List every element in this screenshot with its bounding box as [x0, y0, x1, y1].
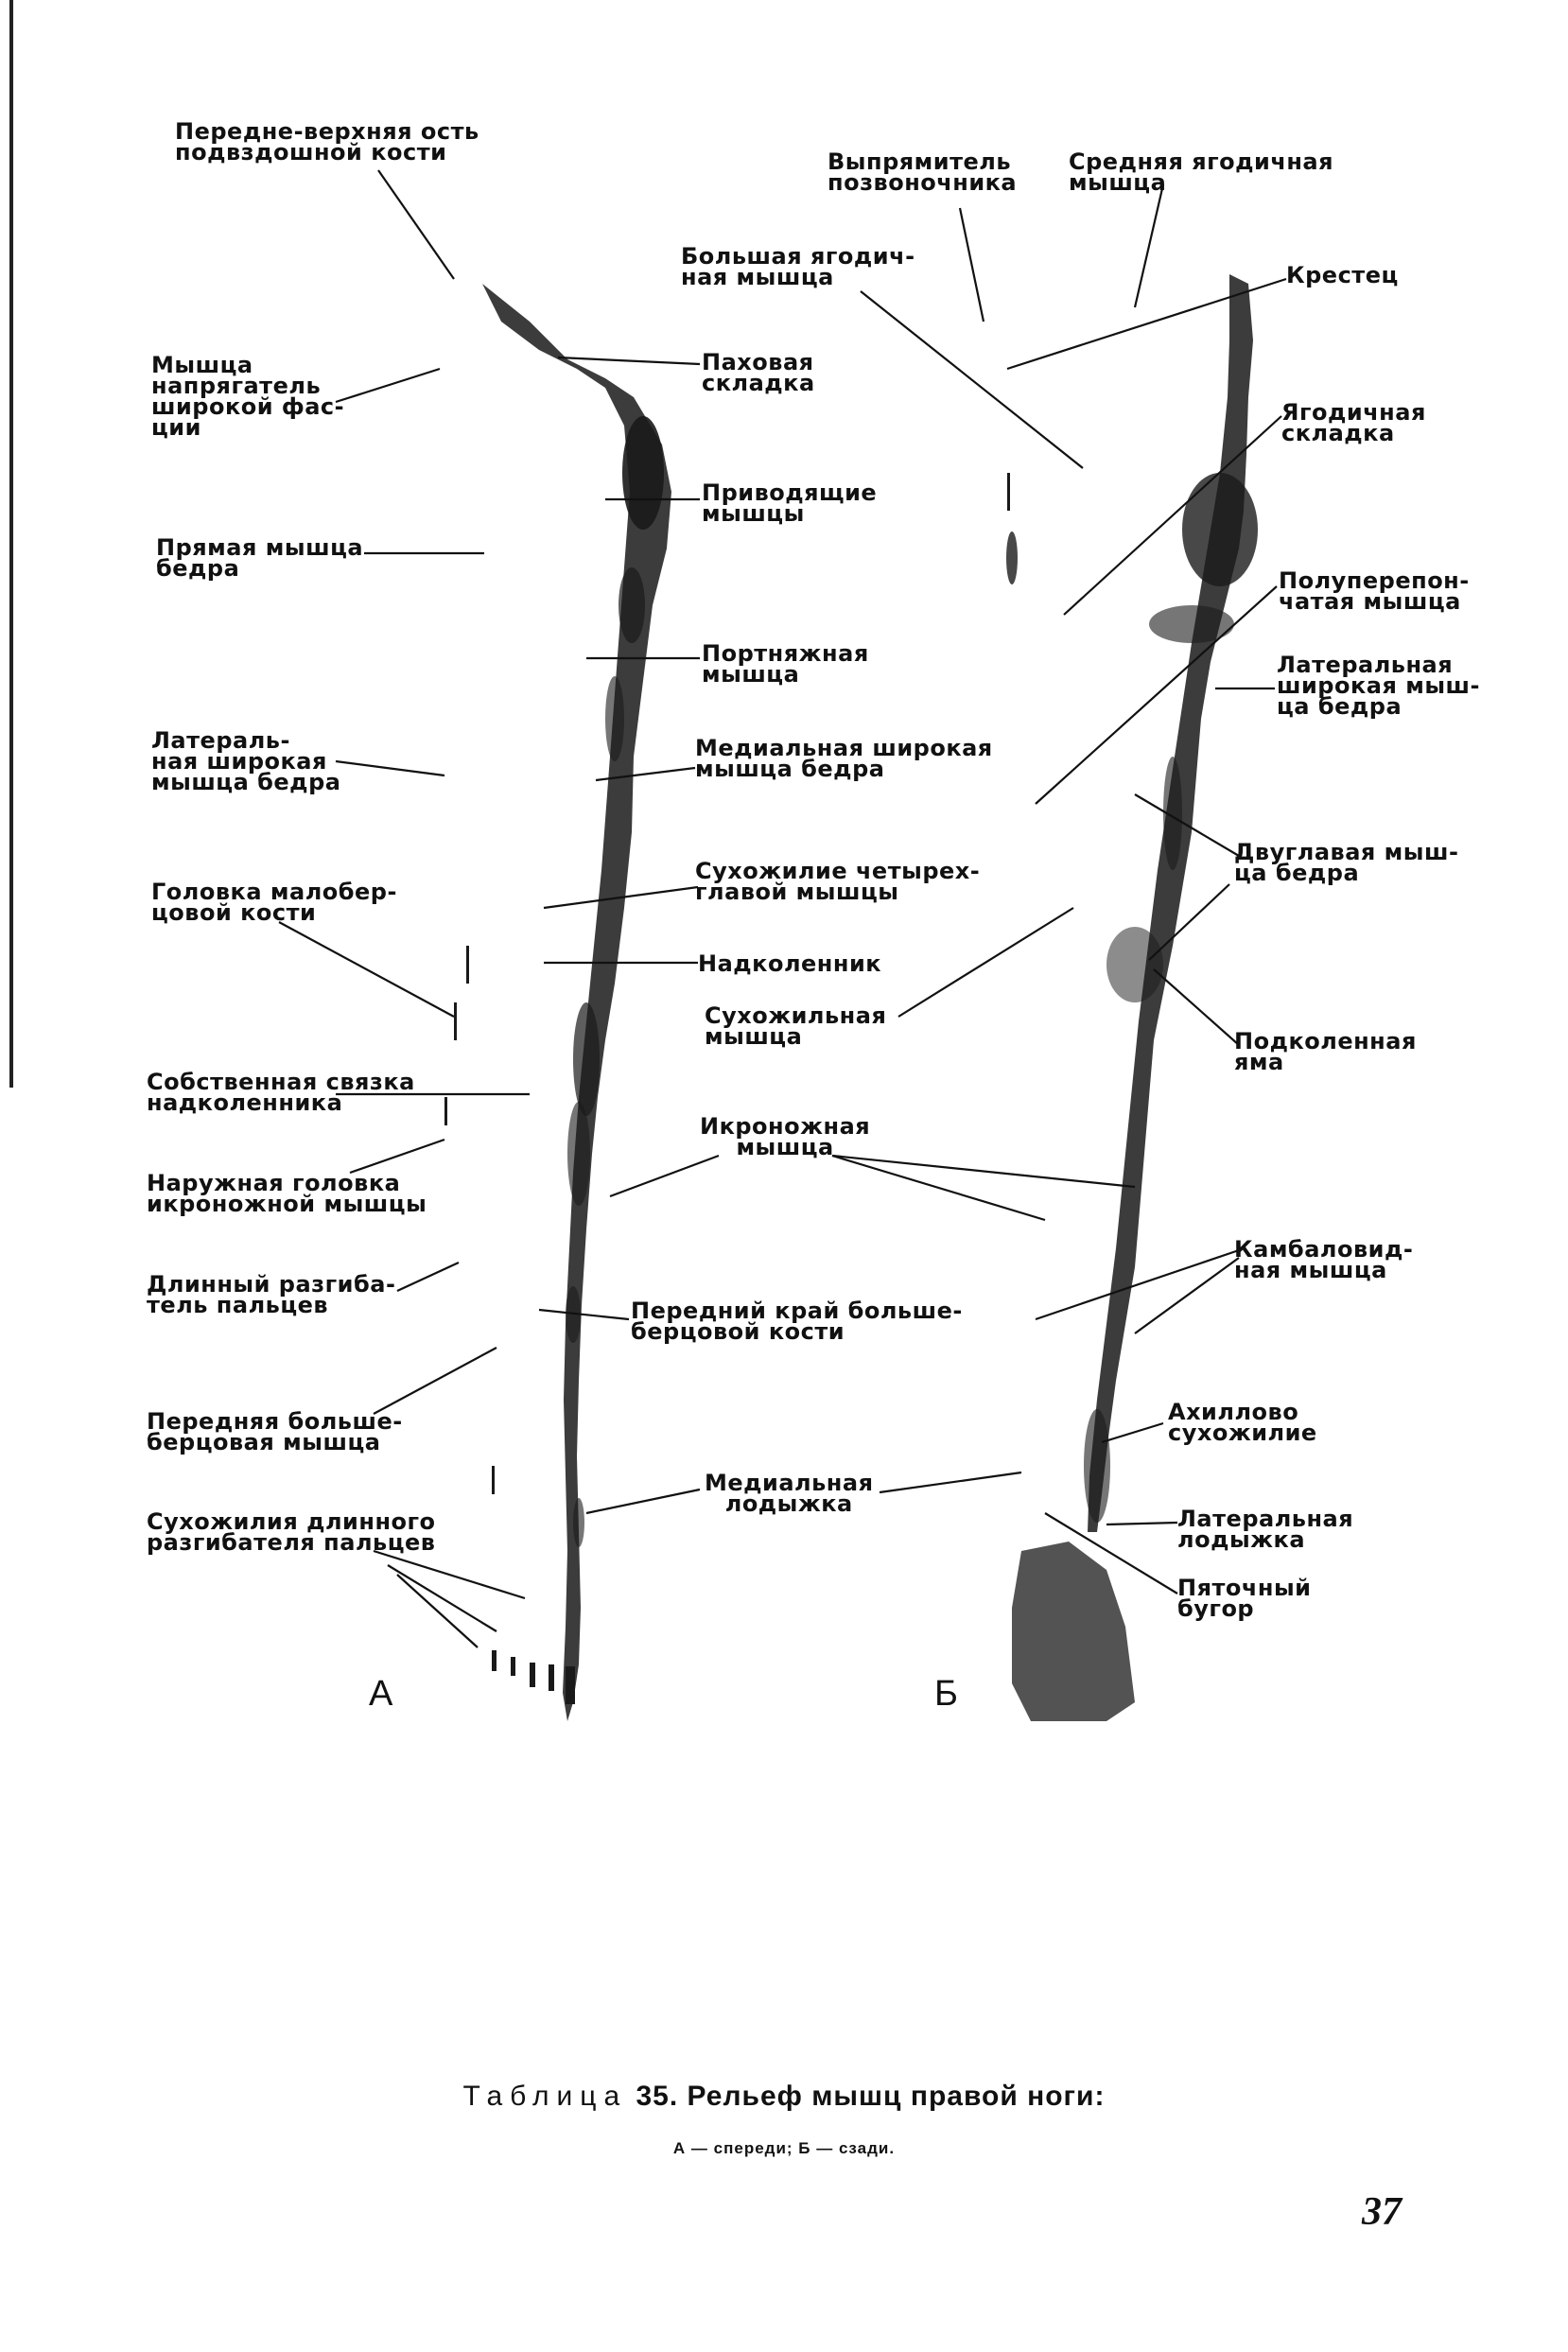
label-vastus-lateralis-b: Латеральная широкая мыш- ца бедра — [1277, 652, 1480, 720]
label-fibular-head: Головка малобер- цовой кости — [151, 879, 397, 926]
figure-a-leg — [444, 284, 671, 1721]
figure-b-leg — [1006, 274, 1258, 1721]
label-extensor-digitorum-tendons: Сухожилия длинного разгибателя пальцев — [147, 1508, 436, 1556]
label-semimembranosus: Полуперепон- чатая мышца — [1279, 567, 1470, 615]
label-biceps-femoris: Двуглавая мыш- ца бедра — [1234, 839, 1459, 886]
label-achilles-tendon: Ахиллово сухожилие — [1168, 1399, 1317, 1446]
figure-caption: Таблица 35. Рельеф мышц правой ноги: — [0, 2081, 1568, 2113]
label-medial-malleolus: Медиальная лодыжка — [705, 1470, 874, 1517]
label-gluteus-medius: Средняя ягодичная мышца — [1069, 148, 1334, 196]
label-patellar-ligament: Собственная связка надколенника — [147, 1069, 415, 1116]
margin-rule — [9, 0, 13, 1088]
label-gluteus-maximus: Большая ягодич- ная мышца — [681, 243, 915, 290]
figure-letter-a: А — [369, 1674, 393, 1714]
label-inguinal-fold: Паховая складка — [702, 349, 815, 396]
label-vastus-lateralis-a: Латераль- ная широкая мышца бедра — [151, 727, 341, 795]
label-gluteal-fold: Ягодичная складка — [1281, 399, 1426, 446]
label-anterior-superior-iliac-spine: Передне-верхняя ость подвздошной кости — [175, 118, 479, 166]
label-lateral-malleolus: Латеральная лодыжка — [1177, 1506, 1354, 1553]
label-anterior-tibial-border: Передний край больше- берцовой кости — [631, 1298, 963, 1345]
label-semitendinosus: Сухожильная мышца — [705, 1002, 887, 1050]
leader-lines — [278, 169, 1287, 1648]
label-rectus-femoris: Прямая мышца бедра — [156, 534, 364, 582]
label-calcaneal-tuberosity: Пяточный бугор — [1177, 1575, 1312, 1622]
figure-subcaption: А — спереди; Б — сзади. — [672, 2139, 896, 2157]
caption-text: 35. Рельеф мышц правой ноги: — [627, 2081, 1106, 2112]
page-number: 37 — [1362, 2190, 1402, 2234]
label-popliteal-fossa: Подколенная яма — [1234, 1028, 1417, 1075]
label-sartorius: Портняжная мышца — [702, 640, 869, 688]
label-quadriceps-tendon: Сухожилие четырех- главой мышцы — [695, 858, 981, 905]
label-erector-spinae: Выпрямитель позвоночника — [828, 148, 1018, 196]
label-gastrocnemius-lateral-head: Наружная головка икроножной мышцы — [147, 1170, 427, 1217]
label-gastrocnemius: Икроножная мышца — [700, 1113, 871, 1160]
label-vastus-medialis: Медиальная широкая мышца бедра — [695, 735, 993, 782]
label-tensor-fasciae-latae: Мышца напрягатель широкой фас- ции — [151, 352, 345, 441]
label-extensor-digitorum-longus: Длинный разгиба- тель пальцев — [147, 1271, 396, 1318]
label-sacrum: Крестец — [1286, 262, 1399, 288]
figure-letter-b: Б — [934, 1674, 958, 1714]
label-adductor-muscles: Приводящие мышцы — [702, 479, 878, 527]
label-soleus: Камбаловид- ная мышца — [1234, 1236, 1414, 1283]
label-patella: Надколенник — [698, 950, 882, 977]
label-tibialis-anterior: Передняя больше- берцовая мышца — [147, 1408, 403, 1455]
caption-lead: Таблица — [462, 2081, 628, 2112]
